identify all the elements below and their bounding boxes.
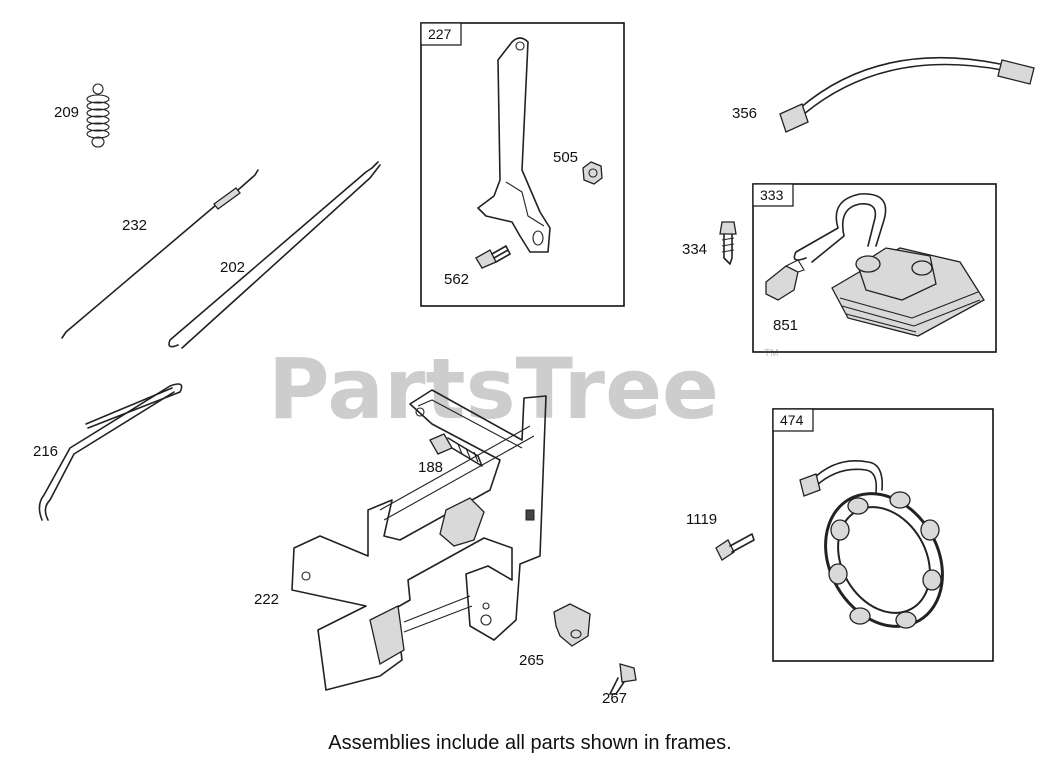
label-334: 334: [682, 241, 707, 258]
part-505-nut[interactable]: [582, 161, 603, 185]
part-265-clip[interactable]: [553, 603, 591, 647]
label-232: 232: [122, 217, 147, 234]
part-333-ignition-coil[interactable]: [793, 193, 985, 337]
part-1119-bolt[interactable]: [715, 533, 755, 561]
frame-333-tag: 333: [760, 187, 784, 203]
part-851-connector[interactable]: [765, 259, 805, 301]
frame-333: 333: [752, 183, 997, 353]
part-202-rod[interactable]: [168, 161, 381, 349]
part-232-cable[interactable]: [61, 169, 259, 339]
caption-text: Assemblies include all parts shown in fr…: [328, 732, 732, 754]
part-562-bolt[interactable]: [475, 245, 511, 269]
label-562: 562: [444, 271, 469, 288]
label-356: 356: [732, 105, 757, 122]
part-188-bolt[interactable]: [429, 433, 483, 467]
watermark-text: PartsTree: [268, 340, 719, 438]
label-851: 851: [773, 317, 798, 334]
label-209: 209: [54, 104, 79, 121]
label-505: 505: [553, 149, 578, 166]
label-222: 222: [254, 591, 279, 608]
part-356-wire[interactable]: [779, 56, 1035, 133]
label-202: 202: [220, 259, 245, 276]
part-216-rod[interactable]: [38, 383, 183, 521]
label-267: 267: [602, 690, 627, 707]
label-216: 216: [33, 443, 58, 460]
frame-227: 227: [420, 22, 625, 307]
part-222-bracket[interactable]: [291, 389, 547, 691]
part-227-lever[interactable]: [477, 37, 551, 253]
watermark-trademark: TM: [764, 348, 778, 359]
label-265: 265: [519, 652, 544, 669]
frame-227-tag: 227: [428, 26, 452, 42]
label-1119: 1119: [686, 511, 717, 528]
part-267-screw[interactable]: [609, 663, 637, 695]
part-334-screw[interactable]: [719, 221, 737, 265]
label-188: 188: [418, 459, 443, 476]
frame-474: 474: [772, 408, 994, 662]
part-209-spring[interactable]: [86, 83, 110, 148]
frame-474-tag: 474: [780, 412, 804, 428]
part-474-alternator[interactable]: [799, 460, 966, 648]
